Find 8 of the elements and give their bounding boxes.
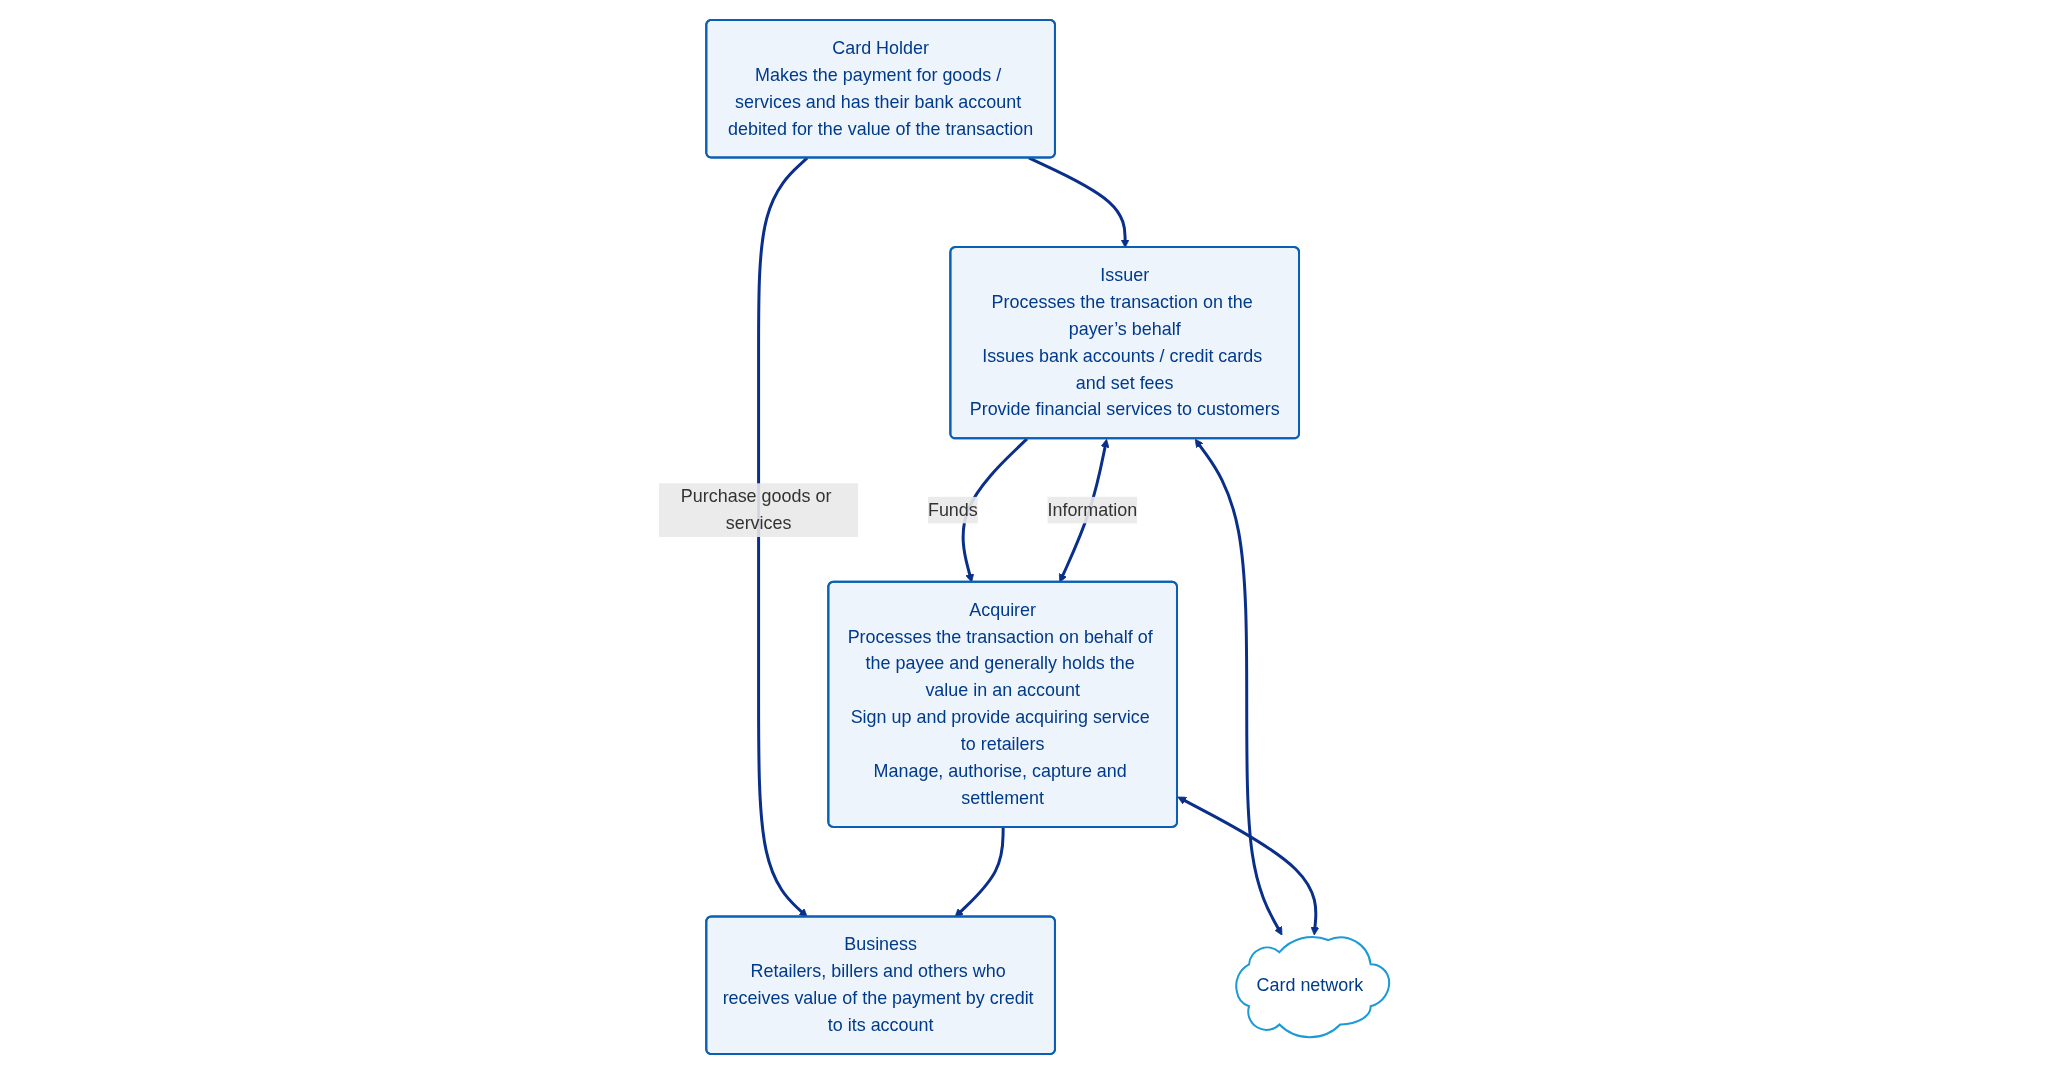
arrow	[1028, 156, 1130, 248]
edge-label: Purchase goods or services	[680, 485, 832, 533]
arrow	[1177, 796, 1320, 936]
arrow	[1194, 438, 1283, 936]
arrow	[757, 156, 809, 917]
arrow	[954, 826, 1005, 917]
edge-label: Information	[1047, 499, 1138, 520]
edge-label: Funds	[927, 499, 978, 520]
